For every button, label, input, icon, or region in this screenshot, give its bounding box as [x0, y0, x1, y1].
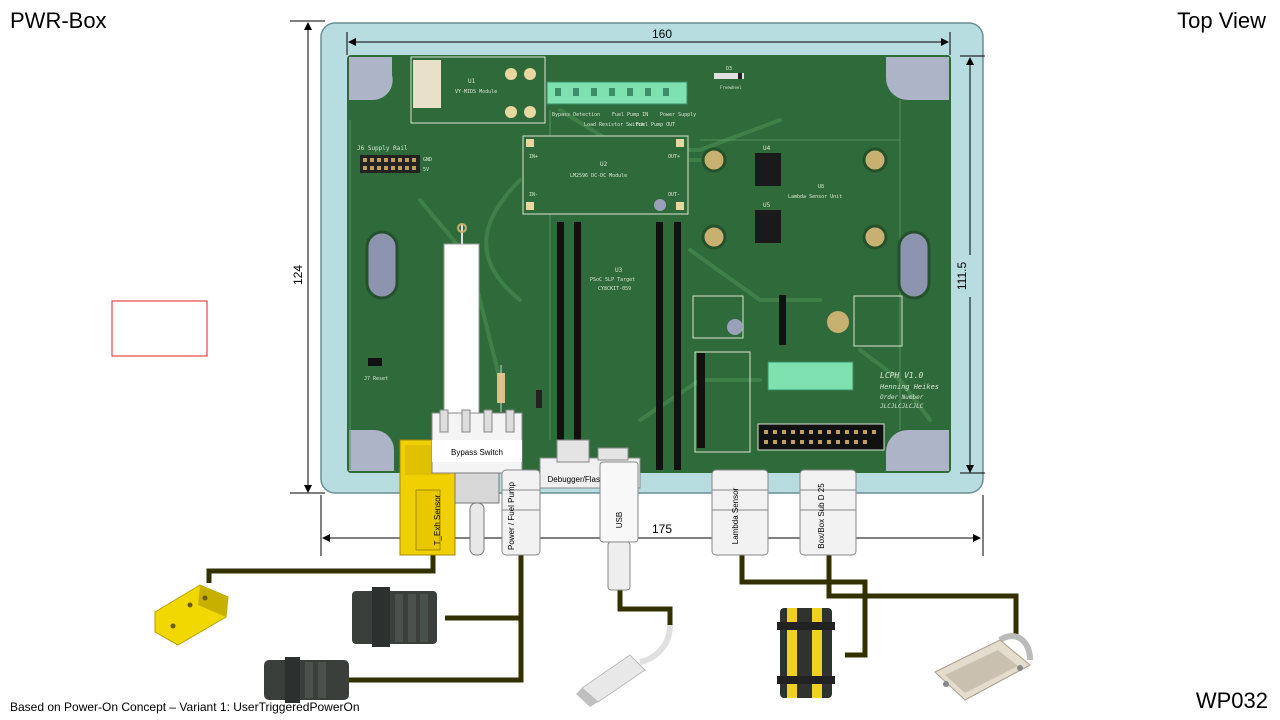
title-left: PWR-Box: [10, 8, 107, 33]
callout-box: [111, 300, 208, 357]
dim-pcb-height: 111.5: [955, 262, 969, 291]
dim-box-height: 124: [291, 265, 305, 285]
u2-in-minus: IN-: [529, 192, 538, 198]
usb-plug: [576, 624, 673, 707]
j1-label-1: Bypass Detection: [552, 112, 600, 118]
j7-label: J7 Reset: [364, 376, 388, 382]
bypass-switch-label: Bypass Switch: [451, 448, 503, 457]
lcph-order: Order Number: [880, 394, 924, 401]
dim-pcb-width: 160: [652, 27, 672, 41]
u1-label: U1: [468, 78, 476, 85]
u3-label: U3: [615, 267, 623, 274]
dim-box-width: 175: [652, 522, 672, 536]
u2-name: LM2596 DC-DC Module: [570, 173, 627, 179]
superseal-plug-1: [352, 587, 437, 647]
j6-label: J6 Supply Rail: [357, 145, 408, 152]
power-fuel-pump-gland: [501, 469, 541, 556]
lambda-sensor-gland: [711, 469, 769, 556]
sub-d25-plug: [934, 633, 1033, 701]
j6-5v: 5V: [423, 167, 429, 173]
lambda-sensor-label: Lambda Sensor: [731, 487, 740, 544]
u2-label: U2: [600, 161, 608, 168]
usb-label: USB: [615, 512, 624, 528]
u8-label: U8: [818, 184, 824, 190]
doc-id: WP032: [1195, 688, 1268, 713]
d3-label: D3: [726, 66, 732, 72]
j1-label-2: Load Resistor Switch: [584, 122, 644, 128]
usb-port: [599, 461, 639, 591]
j1-label-4: Fuel Pump OUT: [636, 122, 675, 128]
pcb-board: U1 VY-MIDS Module Bypass Detection Load …: [347, 55, 951, 473]
box-box-gland: [799, 469, 857, 556]
u2-in-plus: IN+: [529, 154, 538, 160]
footer-note: Based on Power-On Concept – Variant 1: U…: [10, 700, 360, 714]
lambda-connector: [777, 608, 835, 698]
debugger-flash-label: Debugger/Flash: [548, 475, 605, 484]
title-right: Top View: [1177, 8, 1266, 33]
u2-out-minus: OUT-: [668, 192, 680, 198]
j1-label-3: Fuel Pump IN: [612, 112, 648, 118]
u1-name: VY-MIDS Module: [455, 89, 497, 95]
j6-gnd: GND: [423, 157, 432, 163]
d3-name: Freewheel: [720, 85, 742, 90]
power-fuel-pump-label: Power / Fuel Pump: [507, 481, 516, 550]
u8-name: Lambda Sensor Unit: [788, 194, 842, 200]
lcph-order-no: JLCJLCJLCJLC: [879, 403, 924, 410]
u4-label: U4: [763, 145, 771, 152]
t-exh-label: T_Exh Sensor: [433, 494, 442, 545]
lcph-title: LCPH V1.0: [880, 371, 924, 380]
u3-name: PSoC 5LP Target: [590, 277, 635, 283]
u5-label: U5: [763, 202, 771, 209]
u3-sub: CY8CKIT-059: [598, 286, 631, 292]
superseal-plug-2: [264, 657, 349, 703]
u2-out-plus: OUT+: [668, 154, 680, 160]
j1-label-5: Power Supply: [660, 112, 696, 118]
thermocouple-plug: [154, 584, 229, 646]
cables: [206, 555, 1019, 683]
lcph-author: Henning Heikes: [879, 383, 939, 391]
box-box-label: Box/Box Sub D 25: [817, 483, 826, 549]
